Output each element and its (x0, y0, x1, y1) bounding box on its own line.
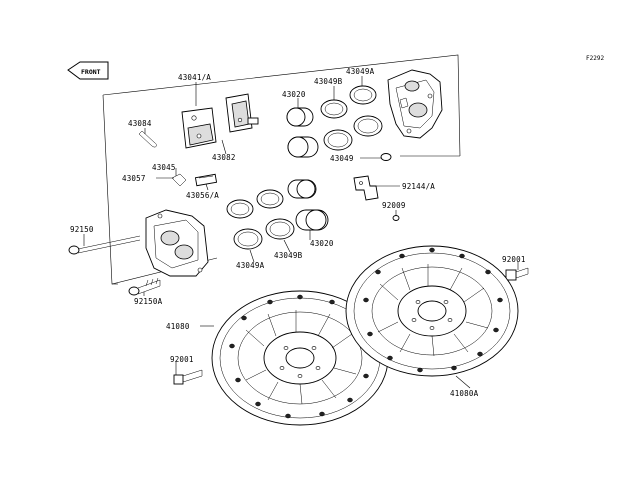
label-43049B-bottom: 43049B (274, 251, 303, 260)
label-43082: 43082 (212, 153, 236, 162)
disc-41080A-holes (363, 247, 503, 373)
seal-ring-lower-c (233, 228, 263, 250)
piston-lower-2 (295, 209, 329, 231)
front-direction-arrow-icon: FRONT (67, 61, 109, 80)
seal-ring-lower-a (226, 199, 254, 219)
label-92001-right: 92001 (502, 255, 526, 264)
label-41080A: 41080A (450, 389, 479, 398)
label-43049B-top: 43049B (314, 77, 343, 86)
label-43084: 43084 (128, 119, 152, 128)
pad-pin (138, 130, 157, 148)
piston-upper-2 (287, 136, 319, 158)
small-seal-43049 (380, 153, 392, 161)
anti-rattle-spring (194, 173, 218, 187)
leader-lines (83, 76, 519, 389)
label-92144A: 92144/A (402, 182, 435, 191)
label-43020-top: 43020 (282, 90, 306, 99)
label-92150A: 92150A (134, 297, 163, 306)
bolt-92001-left (173, 369, 203, 385)
pad-spring (171, 173, 187, 187)
label-43020-bottom: 43020 (310, 239, 334, 248)
front-arrow-label: FRONT (81, 68, 101, 76)
label-92001-left: 92001 (170, 355, 194, 364)
seal-ring-lower-d (265, 218, 295, 240)
brake-pad-right (225, 93, 259, 133)
seal-ring-upper-a (320, 99, 348, 119)
label-41080: 41080 (166, 322, 190, 331)
label-92009: 92009 (382, 201, 406, 210)
label-43057: 43057 (122, 174, 146, 183)
seal-ring-upper-d (353, 115, 383, 137)
bolt-92150A (128, 277, 161, 296)
seal-ring-lower-b (256, 189, 284, 209)
brake-disc-41080A (345, 245, 519, 377)
bolt-92009 (392, 215, 400, 221)
bracket (353, 175, 379, 201)
brake-pad-left (181, 107, 217, 149)
label-43041A: 43041/A (178, 73, 211, 82)
figure-code: F2292 (586, 55, 604, 62)
bolt-92150 (68, 235, 141, 255)
label-43049: 43049 (330, 154, 354, 163)
piston-lower-1 (287, 179, 317, 199)
piston-upper-1 (286, 107, 314, 127)
caliper-body-inner (145, 209, 209, 277)
seal-ring-upper-c (323, 129, 353, 151)
bolt-92001-right (505, 267, 529, 281)
caliper-body-outer (387, 69, 443, 139)
brake-disc-41080 (211, 290, 389, 426)
label-43049A-top: 43049A (346, 67, 375, 76)
label-43056A: 43056/A (186, 191, 219, 200)
part-labels: 43041/A 43049A 43049B 43020 43084 43082 … (70, 67, 526, 398)
seal-ring-upper-b (349, 85, 377, 105)
label-92150: 92150 (70, 225, 94, 234)
label-43049A-bottom: 43049A (236, 261, 265, 270)
label-43045: 43045 (152, 163, 176, 172)
